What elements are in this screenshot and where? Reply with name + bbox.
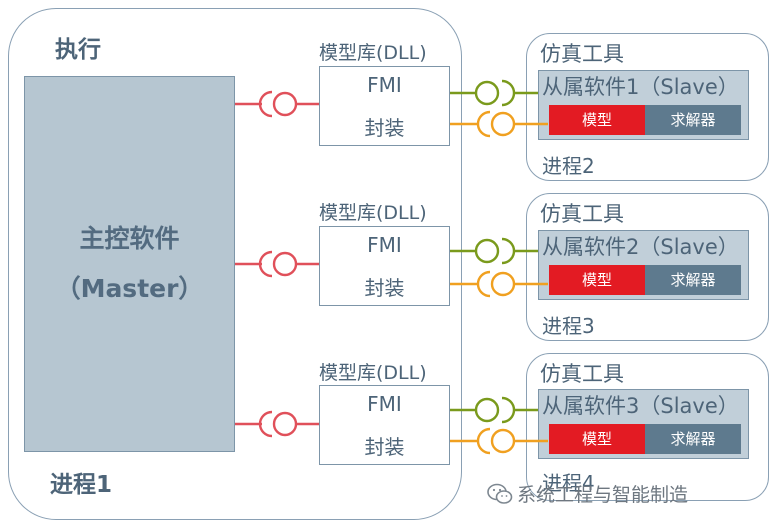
watermark-text: 系统工程与智能制造 bbox=[517, 484, 689, 506]
slave-name-2: 从属软件2（Slave） bbox=[542, 235, 739, 259]
model-block-1: 模型 bbox=[549, 105, 645, 135]
wechat-icon bbox=[487, 483, 513, 510]
slave-name-3: 从属软件3（Slave） bbox=[542, 394, 739, 418]
dll-wrap-3: 封装 bbox=[364, 435, 405, 459]
solver-block-3: 求解器 bbox=[645, 424, 741, 454]
fmi-link-3 bbox=[450, 396, 538, 424]
sim-tool-title-3: 仿真工具 bbox=[540, 362, 624, 386]
slave-box-3: 从属软件3（Slave） 模型 求解器 bbox=[538, 389, 749, 459]
wrap-link-3 bbox=[450, 427, 548, 455]
model-block-2: 模型 bbox=[549, 265, 645, 295]
dll-box-1: FMI 封装 bbox=[319, 66, 450, 146]
master-link-1 bbox=[235, 90, 319, 118]
master-role: （Master） bbox=[55, 274, 204, 303]
process-2-label: 进程2 bbox=[542, 154, 595, 178]
dll-fmi-2: FMI bbox=[367, 233, 402, 257]
wrap-link-2 bbox=[450, 270, 548, 298]
slave-box-1: 从属软件1（Slave） 模型 求解器 bbox=[538, 70, 749, 140]
model-block-3: 模型 bbox=[549, 424, 645, 454]
library-title-1: 模型库(DLL) bbox=[319, 42, 427, 64]
dll-fmi-1: FMI bbox=[367, 73, 402, 97]
master-link-2 bbox=[235, 250, 319, 278]
solver-block-2: 求解器 bbox=[645, 265, 741, 295]
sim-tool-title-2: 仿真工具 bbox=[540, 202, 624, 226]
dll-wrap-1: 封装 bbox=[364, 116, 405, 140]
main-process-container bbox=[8, 8, 462, 520]
dll-wrap-2: 封装 bbox=[364, 276, 405, 300]
master-name: 主控软件 bbox=[79, 224, 180, 253]
process-3-label: 进程3 bbox=[542, 314, 595, 338]
dll-box-3: FMI 封装 bbox=[319, 385, 450, 465]
library-title-3: 模型库(DLL) bbox=[319, 362, 427, 384]
sim-tool-title-1: 仿真工具 bbox=[540, 42, 624, 66]
wrap-link-1 bbox=[450, 110, 548, 138]
exec-label: 执行 bbox=[55, 37, 101, 63]
master-software-box: 主控软件 （Master） bbox=[24, 76, 235, 452]
library-title-2: 模型库(DLL) bbox=[319, 202, 427, 224]
process-1-label: 进程1 bbox=[50, 472, 113, 498]
fmi-link-2 bbox=[450, 237, 538, 265]
dll-fmi-3: FMI bbox=[367, 392, 402, 416]
fmi-link-1 bbox=[450, 79, 538, 107]
slave-box-2: 从属软件2（Slave） 模型 求解器 bbox=[538, 230, 749, 300]
watermark: 系统工程与智能制造 bbox=[487, 480, 688, 510]
solver-block-1: 求解器 bbox=[645, 105, 741, 135]
dll-box-2: FMI 封装 bbox=[319, 226, 450, 306]
process-4-label: 进程4 bbox=[542, 471, 595, 495]
slave-name-1: 从属软件1（Slave） bbox=[542, 75, 739, 99]
master-link-3 bbox=[235, 410, 319, 438]
